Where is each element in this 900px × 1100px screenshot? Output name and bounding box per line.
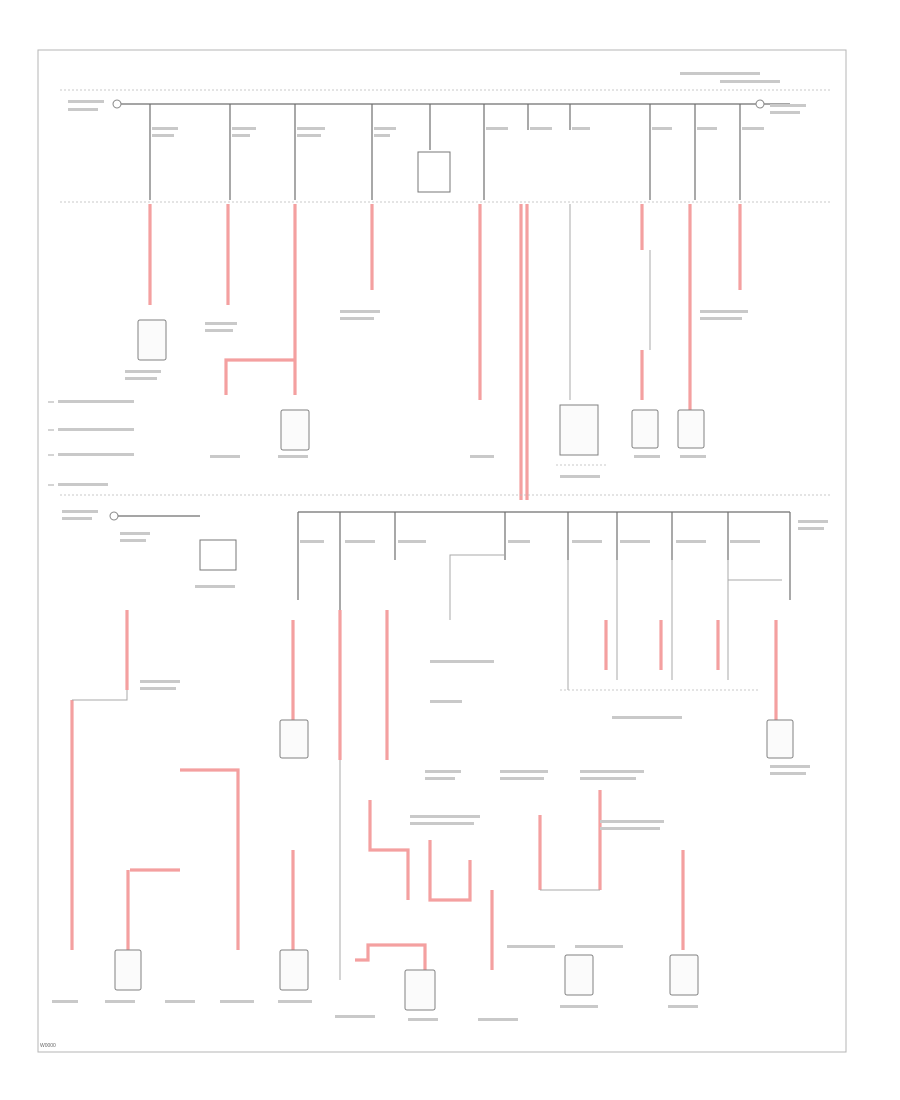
upper-fuse-drops <box>149 104 741 200</box>
upper-components <box>137 319 705 456</box>
figure-code: W0000 <box>40 1043 56 1049</box>
lower-power-wires <box>70 610 778 970</box>
lower-left-connector-icon <box>109 511 119 521</box>
relay-box-top <box>417 151 451 193</box>
lower-labels <box>52 510 828 1021</box>
left-notes-marks <box>48 401 54 486</box>
lower-left-branch <box>72 690 128 701</box>
top-left-connector-icon <box>112 99 122 109</box>
upper-labels <box>58 72 806 486</box>
relay-box-lower <box>199 539 237 571</box>
lower-fuse-drops <box>297 512 791 620</box>
diagram-frame <box>37 49 847 1053</box>
top-right-connector-icon <box>755 99 765 109</box>
lower-gray-wire-1 <box>449 554 505 620</box>
upper-power-wires <box>148 204 742 500</box>
lower-components <box>114 719 794 1011</box>
